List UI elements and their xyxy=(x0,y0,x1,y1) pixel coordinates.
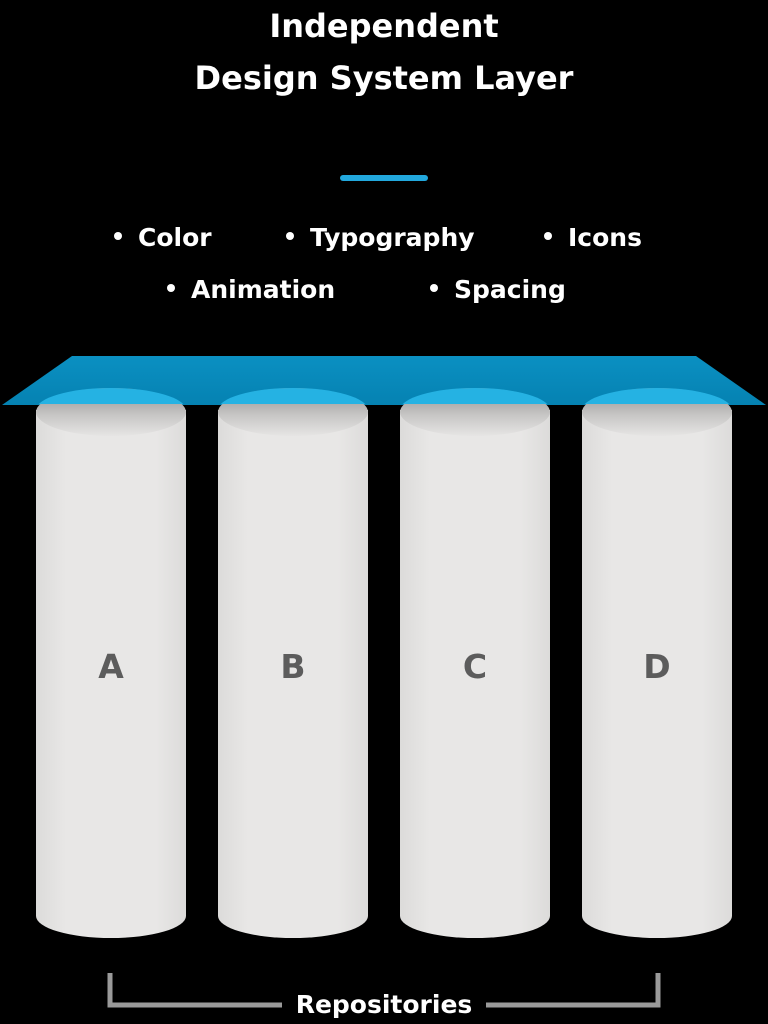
feature-item-color: Color xyxy=(114,223,212,253)
design-system-layer xyxy=(2,356,766,405)
feature-item-animation: Animation xyxy=(167,275,335,305)
repository-cylinder-b xyxy=(218,388,368,938)
accent-divider xyxy=(340,175,428,181)
bullet-dot xyxy=(114,232,122,240)
repository-cylinder-a xyxy=(36,388,186,938)
bullet-dot xyxy=(167,284,175,292)
repository-cylinder-d xyxy=(582,388,732,938)
repository-label-c: C xyxy=(463,647,487,686)
feature-label: Typography xyxy=(310,223,475,252)
bullet-dot xyxy=(544,232,552,240)
feature-label: Color xyxy=(138,223,212,252)
feature-item-typography: Typography xyxy=(286,223,475,253)
repository-label-a: A xyxy=(98,647,124,686)
feature-label: Icons xyxy=(568,223,642,252)
bullet-dot xyxy=(286,232,294,240)
title-line-2: Design System Layer xyxy=(194,59,574,97)
feature-label: Spacing xyxy=(454,275,566,304)
bullet-dot xyxy=(430,284,438,292)
repositories-label: Repositories xyxy=(0,987,768,1023)
feature-item-icons: Icons xyxy=(544,223,642,253)
repository-label-d: D xyxy=(643,647,670,686)
repository-cylinder-c xyxy=(400,388,550,938)
feature-label: Animation xyxy=(191,275,336,304)
title-line-1: Independent xyxy=(269,7,499,45)
repository-label-b: B xyxy=(280,647,305,686)
feature-item-spacing: Spacing xyxy=(430,275,566,305)
repositories-label-text: Repositories xyxy=(281,990,487,1019)
